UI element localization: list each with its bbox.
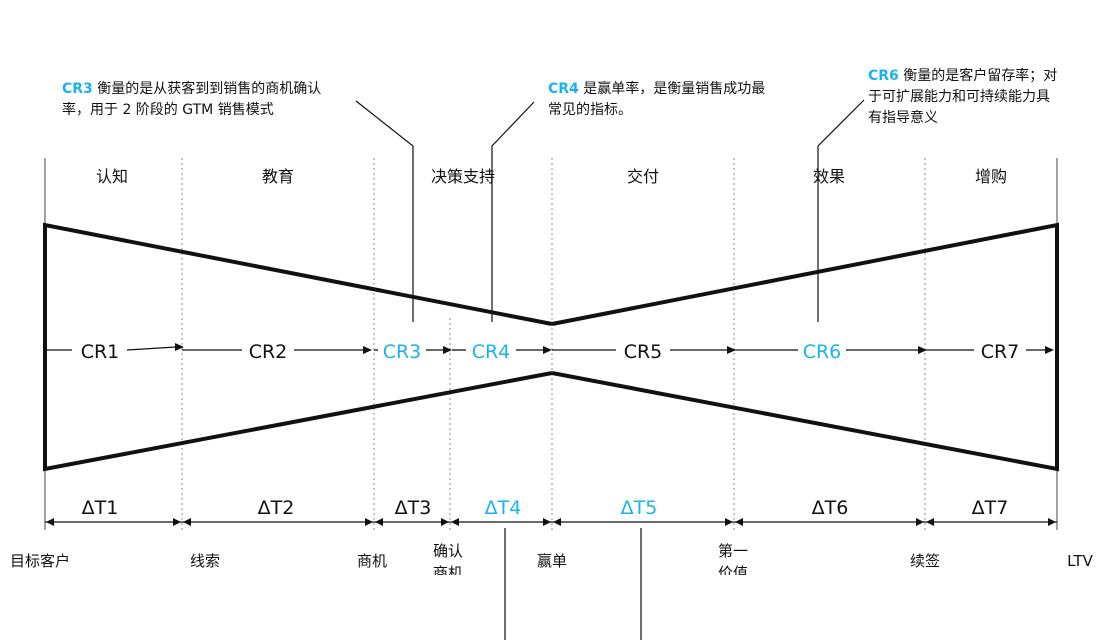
stage-label: 交付	[627, 167, 659, 186]
milestone-label: 续签	[910, 552, 940, 570]
dt-label: ΔT5	[621, 497, 658, 519]
annotation-cr6-line3: 有指导意义	[868, 109, 938, 126]
milestone-label: 商机	[357, 552, 387, 570]
cr-labels: CR1 CR2 CR3 CR4 CR5 CR6 CR7	[81, 341, 1020, 363]
callout-line-cr4	[491, 101, 535, 322]
cr-label: CR2	[249, 341, 288, 363]
bottom-crop-band	[0, 575, 1108, 640]
cr-label: CR7	[981, 341, 1020, 363]
annotation-cr4: CR4 是赢单率，是衡量销售成功最	[548, 80, 765, 97]
cr-label: CR6	[803, 341, 842, 363]
annotation-cr6: CR6 衡量的是客户留存率；对	[868, 67, 1057, 84]
dt-label: ΔT4	[485, 497, 522, 519]
milestone-label: 第一	[718, 542, 748, 560]
stage-label: 效果	[813, 167, 845, 186]
cr-arrowheads	[175, 343, 1054, 354]
cr-label: CR3	[383, 341, 422, 363]
stage-label: 增购	[975, 167, 1007, 186]
cr-label: CR1	[81, 341, 120, 363]
funnel-right	[551, 222, 1059, 472]
stage-label: 认知	[96, 167, 128, 186]
callout-line-cr6	[817, 99, 865, 322]
stage-label: 教育	[262, 167, 294, 186]
milestone-label: 线索	[190, 552, 220, 570]
dt-arrowheads	[46, 518, 1056, 526]
dt-label: ΔT7	[972, 497, 1009, 519]
callout-line-cr3	[355, 100, 414, 322]
annotation-cr3: CR3 衡量的是从获客到到销售的商机确认	[62, 80, 321, 97]
dt-labels: ΔT1 ΔT2 ΔT3 ΔT4 ΔT5 ΔT6 ΔT7	[82, 497, 1009, 519]
funnel-left	[43, 222, 553, 472]
dt-label: ΔT3	[395, 497, 432, 519]
milestone-label: 确认	[433, 542, 463, 560]
stage-label: 决策支持	[431, 167, 495, 186]
cr-label: CR5	[624, 341, 663, 363]
annotation-cr3-line2: 率，用于 2 阶段的 GTM 销售模式	[62, 101, 274, 118]
dt-label: ΔT6	[812, 497, 849, 519]
cr-arrows	[126, 346, 1047, 351]
dt-label: ΔT2	[258, 497, 295, 519]
milestone-labels: 目标客户 线索 商机 确认 商机 赢单 第一 价值 续签 LTV	[10, 542, 1094, 582]
milestone-label: LTV	[1067, 552, 1093, 570]
annotation-cr4-line2: 常见的指标。	[548, 102, 632, 118]
annotation-cr6-line2: 于可扩展能力和可持续能力具	[868, 88, 1050, 105]
milestone-label: 赢单	[537, 552, 567, 570]
milestone-label: 目标客户	[10, 552, 70, 570]
dt-label: ΔT1	[82, 497, 119, 519]
cr-label: CR4	[472, 341, 511, 363]
